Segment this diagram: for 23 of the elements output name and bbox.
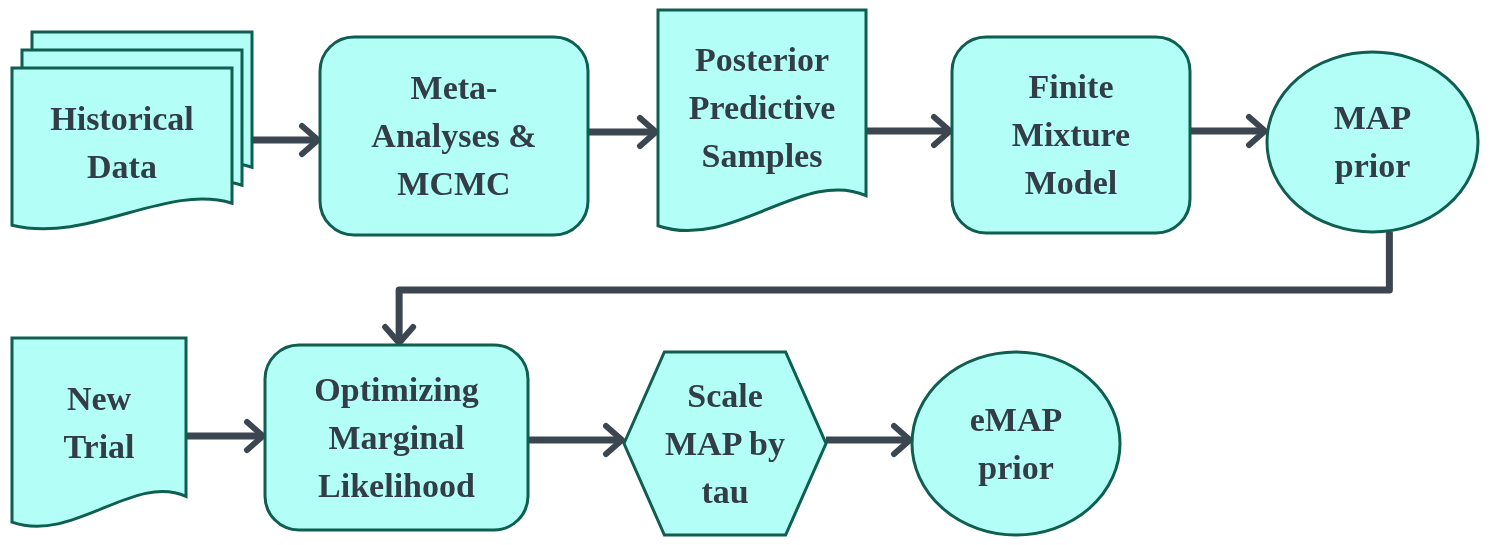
node-label: eMAP prior — [968, 399, 1064, 488]
process-box — [320, 37, 588, 235]
node-label: Posterior Predictive Samples — [687, 39, 837, 176]
arrow — [252, 123, 321, 157]
arrow — [826, 423, 913, 457]
node-label: Finite Mixture Model — [1010, 67, 1132, 203]
node-label: MAP prior — [1332, 98, 1413, 186]
process-box — [265, 345, 528, 530]
node-label: Historical Data — [49, 99, 195, 187]
node-label: Optimizing Marginal Likelihood — [313, 369, 480, 506]
arrow — [186, 419, 266, 453]
node-label: New Trial — [62, 379, 136, 467]
arrow — [528, 423, 625, 457]
preparation-hexagon — [624, 352, 826, 535]
terminal-ellipse — [912, 352, 1120, 535]
terminal-ellipse — [1267, 52, 1478, 232]
arrow — [588, 115, 659, 149]
process-box — [952, 37, 1190, 233]
node-label: Meta- Analyses & MCMC — [370, 68, 538, 204]
node-label: Scale MAP by tau — [665, 375, 785, 512]
arrow — [1190, 114, 1268, 148]
arrow — [866, 114, 953, 148]
arrow — [382, 232, 1393, 346]
